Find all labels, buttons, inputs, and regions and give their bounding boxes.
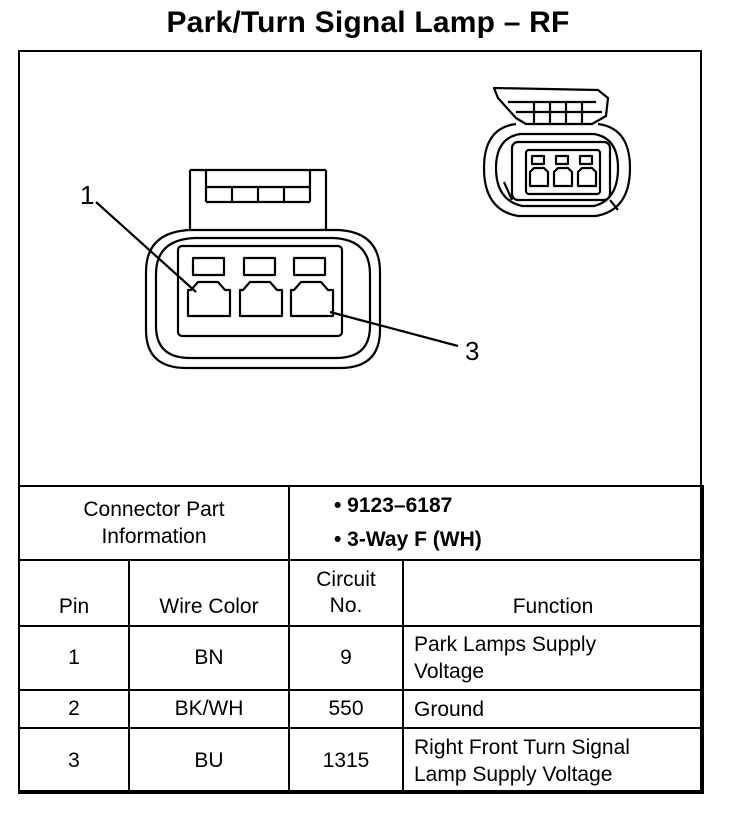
terminal-3 — [289, 280, 335, 318]
page-title: Park/Turn Signal Lamp – RF — [166, 6, 570, 39]
connector-type: • 3-Way F (WH) — [334, 528, 482, 551]
table-row: 3 BU 1315 Right Front Turn Signal Lamp S… — [18, 727, 705, 794]
table-row: 2 BK/WH 550 Ground — [18, 689, 705, 729]
row-3-function: Right Front Turn Signal Lamp Supply Volt… — [401, 727, 705, 794]
lock-window-1 — [191, 256, 226, 277]
row-3-function-line1: Right Front Turn Signal — [414, 735, 630, 759]
row-3-circuit: 1315 — [288, 727, 404, 794]
pin-label-3: 3 — [465, 336, 480, 366]
table-header-row: Pin Wire Color Circuit No. Function — [18, 559, 705, 627]
lock-window-2 — [242, 256, 277, 277]
row-3-function-line2: Lamp Supply Voltage — [414, 762, 613, 786]
connector-perspective-view — [482, 86, 632, 218]
connector-info-table: Connector Part Information • 9123–6187 •… — [18, 485, 705, 794]
row-1-wire-color: BN — [128, 625, 290, 691]
terminal-1 — [186, 280, 232, 318]
row-3-pin: 3 — [18, 727, 130, 794]
row-2-circuit: 550 — [288, 689, 404, 729]
header-pin: Pin — [18, 559, 130, 627]
connector-housing-outer — [144, 228, 382, 370]
header-circuit-line2: No. — [329, 594, 363, 617]
terminal-2 — [238, 280, 284, 318]
lock-window-3 — [292, 256, 327, 277]
row-1-function-line2: Voltage — [414, 660, 485, 683]
row-1-pin: 1 — [18, 625, 130, 691]
header-circuit-line1: Circuit — [316, 568, 376, 591]
row-3-wire-color: BU — [128, 727, 290, 794]
row-1-function-line1: Park Lamps Supply — [414, 633, 597, 656]
connector-part-label-line1: Connector Part — [83, 498, 225, 521]
connector-part-label-cell: Connector Part Information — [18, 485, 290, 561]
connector-part-values-cell: • 9123–6187 • 3-Way F (WH) — [287, 485, 705, 561]
pin-label-1: 1 — [80, 180, 95, 210]
table-row: 1 BN 9 Park Lamps Supply Voltage — [18, 625, 705, 691]
connector-diagram — [95, 86, 632, 370]
connector-face-view — [95, 168, 459, 370]
row-1-circuit: 9 — [288, 625, 404, 691]
latch-tab — [188, 168, 328, 230]
header-circuit: Circuit No. — [288, 559, 404, 627]
connector-part-number: • 9123–6187 — [334, 494, 453, 517]
pin-3-leader — [329, 310, 459, 348]
connector-part-row: Connector Part Information • 9123–6187 •… — [18, 485, 705, 561]
row-2-wire-color: BK/WH — [128, 689, 290, 729]
pin-1-leader — [95, 201, 197, 293]
connector-part-label-line2: Information — [101, 525, 207, 548]
header-wire-color: Wire Color — [128, 559, 290, 627]
row-1-function: Park Lamps Supply Voltage — [401, 625, 705, 691]
row-2-function: Ground — [401, 689, 705, 729]
terminal-cavity-block — [176, 244, 344, 338]
row-2-pin: 2 — [18, 689, 130, 729]
header-function: Function — [401, 559, 705, 627]
